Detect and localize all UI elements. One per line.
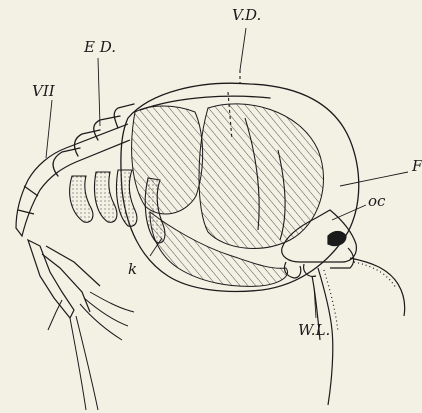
gill-1 — [70, 176, 93, 222]
gill-3 — [116, 170, 136, 226]
label-k: k — [128, 262, 137, 277]
label-vd: V.D. — [232, 8, 261, 23]
label-wl: W.L. — [298, 323, 330, 338]
label-f: F — [412, 159, 422, 174]
label-vii: VII — [32, 84, 55, 99]
label-oc: oc — [368, 194, 385, 209]
antenna-1 — [350, 258, 405, 316]
label-ed: E D. — [84, 40, 116, 55]
organ-left — [132, 106, 203, 214]
gill-2 — [95, 172, 117, 222]
organ-right — [199, 104, 323, 249]
eye — [328, 232, 346, 246]
